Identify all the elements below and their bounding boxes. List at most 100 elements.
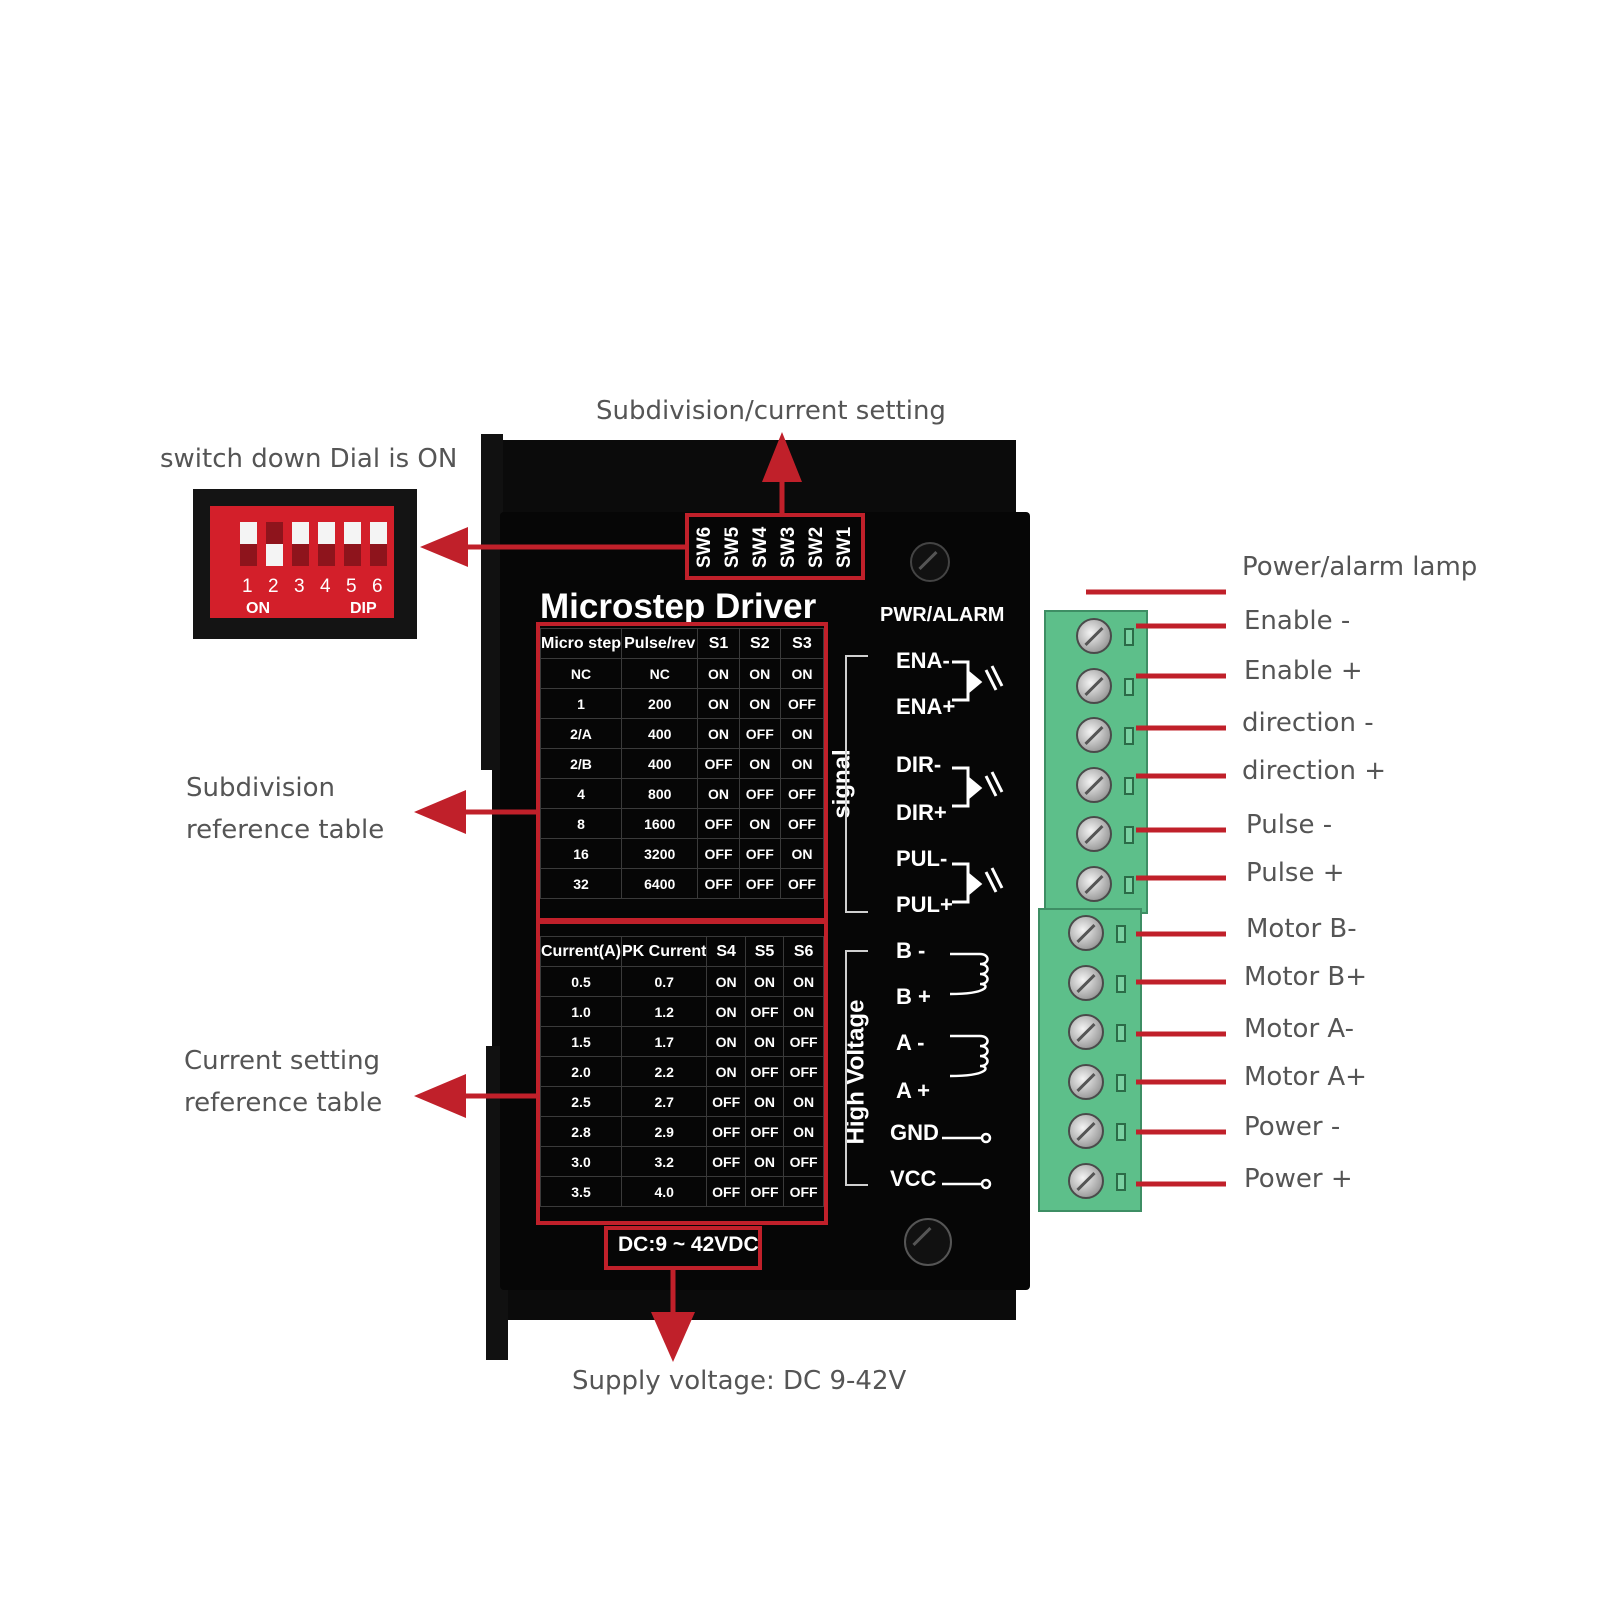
table-cell: ON — [697, 688, 740, 719]
dip-switch-lever — [370, 522, 387, 544]
terminal-screw-icon[interactable] — [1068, 1113, 1104, 1149]
terminal-screw-icon[interactable] — [1076, 766, 1112, 803]
terminal-function-label: Power/alarm lamp — [1242, 552, 1478, 582]
table-header-cell: S4 — [706, 936, 746, 967]
driver-rail-top — [481, 434, 503, 770]
terminal-function-label: Motor A+ — [1244, 1062, 1367, 1092]
table-cell: 1.2 — [620, 996, 708, 1027]
table-cell: ON — [779, 718, 825, 749]
terminal-screw-icon[interactable] — [1076, 667, 1112, 704]
table-cell: OFF — [738, 838, 781, 869]
terminal-function-label: Pulse - — [1246, 810, 1333, 840]
table-header-cell: Pulse/rev — [621, 628, 699, 659]
table-cell: 1600 — [621, 808, 699, 839]
table-cell: 2.7 — [620, 1086, 708, 1117]
terminal-function-label: direction + — [1242, 756, 1386, 786]
table-cell: 4 — [539, 778, 623, 809]
table-cell: ON — [779, 838, 825, 869]
table-cell: 6400 — [621, 868, 699, 899]
terminal-wire-slot — [1124, 628, 1134, 646]
terminal-function-label: Motor A- — [1244, 1014, 1354, 1044]
terminal-screw-icon[interactable] — [1068, 1014, 1104, 1050]
dip-switch-lever — [318, 522, 335, 544]
table-cell: ON — [779, 658, 825, 689]
dip-switch-number: 3 — [294, 576, 305, 597]
table-cell: 400 — [621, 748, 699, 779]
table-header-cell: S6 — [783, 936, 824, 967]
dip-switch-number: 2 — [268, 576, 279, 597]
table-cell: ON — [697, 778, 740, 809]
terminal-screw-icon[interactable] — [1068, 1063, 1104, 1100]
dip-caption: switch down Dial is ON — [160, 444, 458, 474]
table-cell: 32 — [539, 868, 623, 899]
terminal-screw-icon[interactable] — [1076, 717, 1112, 753]
table-cell: ON — [783, 1116, 824, 1147]
table-cell: OFF — [738, 868, 781, 899]
optocoupler-icons — [952, 660, 1004, 904]
terminal-screw-icon[interactable] — [1076, 816, 1112, 852]
table-cell: ON — [738, 688, 781, 719]
terminal-function-label: Motor B+ — [1244, 962, 1368, 992]
terminal-wire-slot — [1124, 727, 1134, 745]
table-cell: OFF — [744, 1176, 785, 1207]
terminal-name: B + — [896, 984, 931, 1009]
screw-icon — [910, 542, 950, 582]
table-cell: ON — [783, 996, 824, 1027]
current-table-highlight — [536, 920, 828, 1225]
table-cell: 3.5 — [540, 1176, 622, 1207]
dip-switch-lever — [266, 544, 283, 566]
dc-voltage-highlight — [604, 1226, 762, 1270]
terminal-screw-icon[interactable] — [1068, 915, 1104, 951]
terminal-screw-icon[interactable] — [1076, 618, 1112, 654]
screw-icon — [904, 1218, 952, 1266]
dip-on-label: ON — [246, 600, 270, 617]
table-cell: OFF — [783, 1146, 824, 1177]
power-bracket — [845, 950, 868, 1186]
terminal-function-label: Power + — [1244, 1164, 1353, 1194]
pwr-alarm-label: PWR/ALARM — [880, 604, 1005, 626]
table-cell: OFF — [783, 1026, 824, 1057]
dip-switch-number: 1 — [242, 576, 253, 597]
terminal-wire-slot — [1116, 1073, 1126, 1092]
terminal-screw-icon[interactable] — [1068, 1162, 1104, 1199]
table-cell: OFF — [779, 868, 825, 899]
table-cell: ON — [744, 1146, 785, 1177]
terminal-name: ENA- — [896, 648, 950, 673]
table-cell: 0.7 — [620, 966, 708, 997]
terminal-wire-slot — [1116, 974, 1126, 993]
table-cell: ON — [706, 1056, 746, 1087]
terminal-name: ENA+ — [896, 694, 956, 719]
table-cell: 2.9 — [620, 1116, 708, 1147]
table-cell: OFF — [706, 1116, 746, 1147]
table-cell: ON — [738, 658, 781, 689]
signal-bracket — [845, 655, 868, 913]
terminal-screw-icon[interactable] — [1068, 964, 1104, 1001]
terminal-screw-icon[interactable] — [1076, 865, 1112, 902]
table-cell: 8 — [539, 808, 623, 839]
dip-switch-lever — [240, 522, 257, 544]
terminal-function-label: Power - — [1244, 1112, 1341, 1142]
table-header-cell: S2 — [738, 628, 781, 659]
table-cell: 1.5 — [540, 1026, 622, 1057]
terminal-function-label: Enable - — [1244, 606, 1351, 636]
table-cell: OFF — [779, 808, 825, 839]
coil-icons — [950, 952, 989, 1078]
table-cell: ON — [697, 658, 740, 689]
driver-title: Microstep Driver — [540, 587, 817, 626]
terminal-wire-slot — [1124, 875, 1134, 894]
table-cell: ON — [744, 966, 785, 997]
table-header-cell: Micro step — [539, 628, 623, 659]
table-header-cell: PK Current — [620, 936, 708, 967]
terminal-name: DIR+ — [896, 800, 947, 825]
terminal-name: DIR- — [896, 752, 942, 777]
terminal-name: VCC — [890, 1166, 937, 1191]
table-cell: ON — [783, 966, 824, 997]
table-header-cell: Current(A) — [540, 936, 622, 967]
